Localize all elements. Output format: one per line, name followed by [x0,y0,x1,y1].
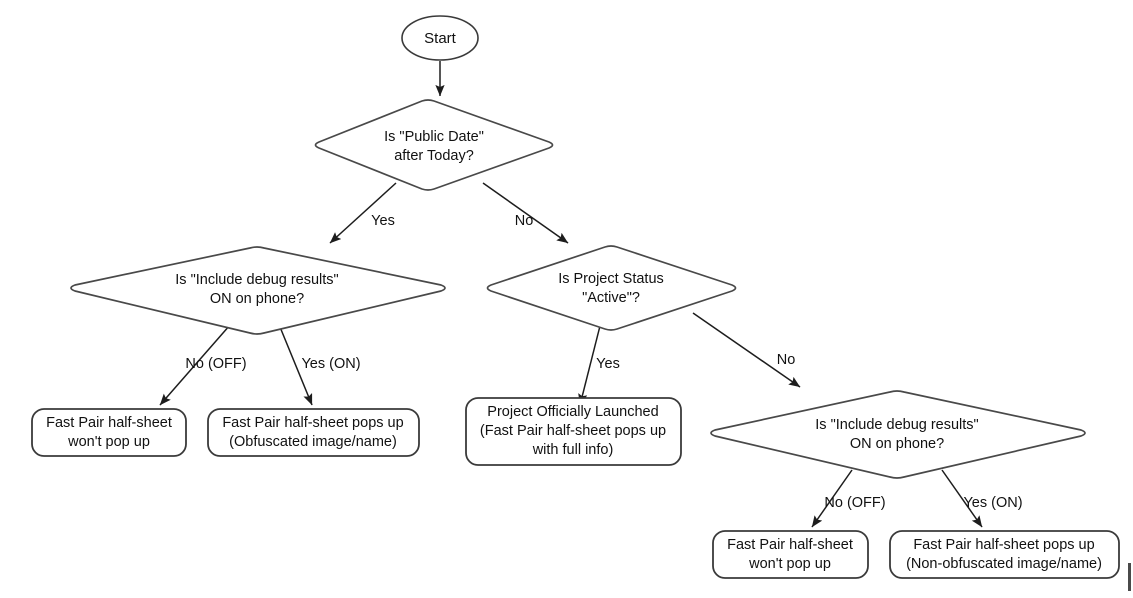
start-ellipse-shape [401,15,479,61]
decision-project-status-shape [486,245,737,331]
outcome-left-no-shape [31,408,187,457]
outcome-right-no-line2: won't pop up [748,556,831,572]
outcome-right-yes-shape [889,530,1120,579]
decision-debug-left-line2: ON on phone? [210,291,304,307]
edge-project-status-yes [578,321,602,406]
outcome-launched-line1: Project Officially Launched [487,404,658,420]
decision-public-date-line1: Is "Public Date" [384,129,484,145]
edge-label-project-status-no: No [777,352,796,368]
edge-debug-right-off [811,469,853,528]
edges-layer [159,61,983,528]
node-decision-debug-right[interactable]: Is "Include debug results" ON on phone? [710,390,1086,479]
decision-public-date-shape [314,99,554,191]
decision-project-status-line2: "Active"? [582,290,640,306]
edge-public-date-yes [329,182,397,244]
edge-label-debug-right-on: Yes (ON) [963,495,1022,511]
node-decision-debug-left[interactable]: Is "Include debug results" ON on phone? [70,246,446,335]
outcome-left-no-line2: won't pop up [67,434,150,450]
edge-debug-right-on [941,469,983,528]
outcome-right-yes-line2: (Non-obfuscated image/name) [906,556,1102,572]
node-decision-public-date[interactable]: Is "Public Date" after Today? [314,99,554,191]
decision-debug-right-line2: ON on phone? [850,436,944,452]
outcome-right-no-line1: Fast Pair half-sheet [727,537,853,553]
edge-project-status-no [692,312,801,388]
node-outcome-left-no[interactable]: Fast Pair half-sheet won't pop up [31,408,187,457]
start-label: Start [424,30,457,47]
page-edge-artifact [1128,563,1131,591]
outcome-launched-line2: (Fast Pair half-sheet pops up [480,423,666,439]
node-outcome-right-no[interactable]: Fast Pair half-sheet won't pop up [712,530,869,579]
edge-label-debug-right-off: No (OFF) [824,495,885,511]
decision-public-date-line2: after Today? [394,148,474,164]
decision-debug-right-line1: Is "Include debug results" [815,417,978,433]
outcome-launched-line3: with full info) [532,442,614,458]
edge-label-public-date-no: No [515,213,534,229]
edge-debug-left-on [279,326,313,406]
node-start[interactable]: Start [401,15,479,61]
node-outcome-launched[interactable]: Project Officially Launched (Fast Pair h… [465,397,682,466]
edge-public-date-no [482,182,569,244]
outcome-right-no-shape [712,530,869,579]
outcome-left-no-line1: Fast Pair half-sheet [46,415,172,431]
decision-project-status-line1: Is Project Status [558,271,664,287]
edge-labels-layer: Yes No No (OFF) Yes (ON) Yes No No (OFF)… [185,213,1022,511]
node-outcome-right-yes[interactable]: Fast Pair half-sheet pops up (Non-obfusc… [889,530,1120,579]
edge-debug-left-off [159,324,231,406]
node-decision-project-status[interactable]: Is Project Status "Active"? [486,245,737,331]
edge-label-project-status-yes: Yes [596,356,620,372]
outcome-right-yes-line1: Fast Pair half-sheet pops up [913,537,1094,553]
edge-label-debug-left-off: No (OFF) [185,356,246,372]
outcome-left-yes-shape [207,408,420,457]
outcome-left-yes-line1: Fast Pair half-sheet pops up [222,415,403,431]
decision-debug-left-line1: Is "Include debug results" [175,272,338,288]
edge-label-public-date-yes: Yes [371,213,395,229]
outcome-left-yes-line2: (Obfuscated image/name) [229,434,397,450]
outcome-launched-shape [465,397,682,466]
edge-label-debug-left-on: Yes (ON) [301,356,360,372]
node-outcome-left-yes[interactable]: Fast Pair half-sheet pops up (Obfuscated… [207,408,420,457]
decision-debug-left-shape [70,246,446,335]
decision-debug-right-shape [710,390,1086,479]
